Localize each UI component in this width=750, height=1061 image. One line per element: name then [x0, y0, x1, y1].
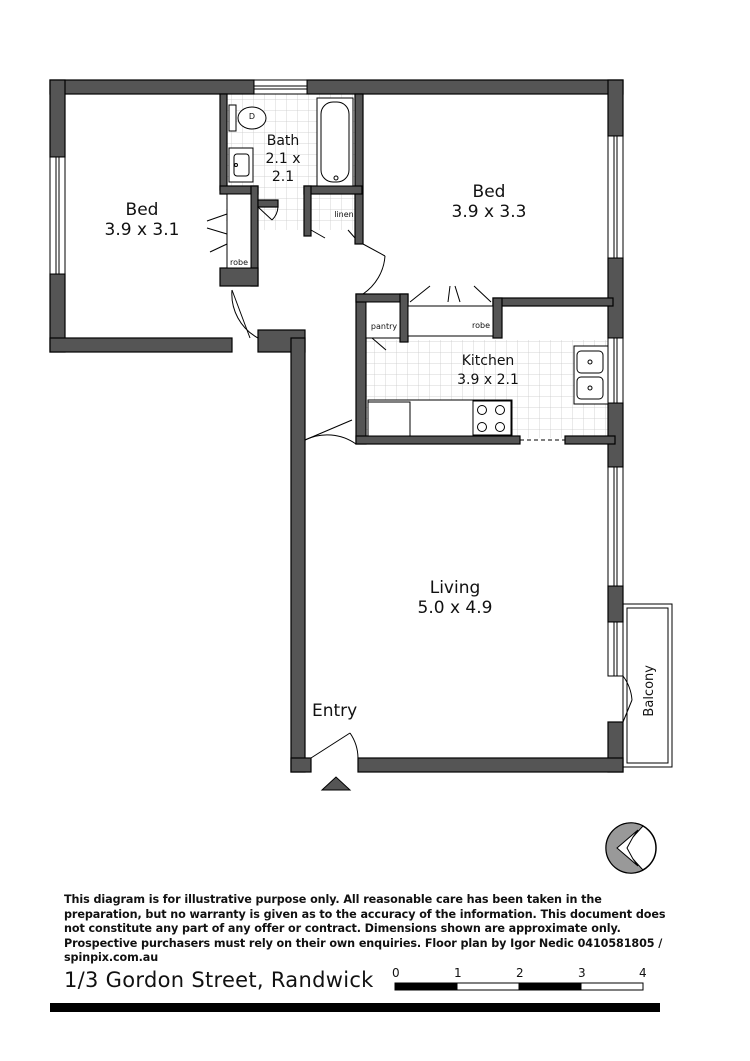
- pantry-label: pantry: [370, 322, 398, 331]
- bath-size-2: 2.1: [271, 169, 295, 185]
- scale-tick-4: 4: [639, 966, 647, 980]
- scale-tick-2: 2: [516, 966, 524, 980]
- bed1-size: 3.9 x 3.1: [104, 220, 180, 241]
- toilet: [228, 104, 267, 132]
- bath-door: [257, 206, 279, 221]
- window-right-balcony: [607, 621, 624, 677]
- bed1-label: Bed 3.9 x 3.1: [100, 200, 184, 241]
- address-title: 1/3 Gordon Street, Randwick: [64, 968, 374, 992]
- robe-bed1: [206, 193, 252, 269]
- entry-door: [310, 732, 359, 759]
- robe-bed2-label: robe: [471, 321, 490, 330]
- window-right-bed: [607, 135, 624, 259]
- sink: [576, 350, 604, 400]
- basin: [228, 147, 254, 183]
- living-name: Living: [429, 578, 481, 598]
- robe-bed1-label: robe: [229, 258, 248, 267]
- balcony: [622, 603, 673, 768]
- window-top: [253, 79, 308, 95]
- bathtub: [316, 97, 354, 187]
- window-right-living: [607, 466, 624, 587]
- disclaimer: This diagram is for illustrative purpose…: [64, 893, 666, 964]
- scale-tick-0: 0: [392, 966, 400, 980]
- scale-tick-3: 3: [578, 966, 586, 980]
- scale-tick-1: 1: [454, 966, 462, 980]
- entry-label: Entry: [312, 701, 358, 721]
- bed2-door: [362, 243, 386, 295]
- kitchen-label: Kitchen 3.9 x 2.1: [448, 352, 528, 390]
- scale-bar: [394, 982, 644, 991]
- pantry: [365, 301, 401, 351]
- bed1-name: Bed: [125, 200, 159, 220]
- window-left: [49, 156, 66, 275]
- toilet-label: D: [248, 112, 256, 121]
- living-label: Living 5.0 x 4.9: [410, 578, 500, 619]
- bed2-size: 3.9 x 3.3: [451, 202, 527, 223]
- bath-label: Bath 2.1 x 2.1: [258, 132, 308, 186]
- kitchen-size: 3.9 x 2.1: [457, 372, 519, 388]
- balcony-label: Balcony: [642, 665, 658, 717]
- walls: [49, 79, 624, 773]
- entry-arrow-icon: [320, 776, 352, 791]
- robe-bed2: [407, 285, 494, 337]
- linen-label: linen: [334, 210, 354, 219]
- compass-icon: [605, 822, 657, 874]
- kitchen-name: Kitchen: [461, 353, 515, 369]
- bed2-name: Bed: [472, 182, 506, 202]
- bed2-label: Bed 3.9 x 3.3: [446, 182, 532, 223]
- living-size: 5.0 x 4.9: [417, 598, 493, 619]
- bath-name: Bath: [266, 133, 300, 149]
- bath-size-1: 2.1 x: [265, 151, 301, 167]
- cooktop: [472, 400, 512, 436]
- bed1-door: [231, 289, 259, 339]
- bottom-rule: [50, 1003, 660, 1012]
- hall-door: [304, 419, 357, 445]
- window-right-kitchen: [607, 337, 624, 404]
- linen-door: [310, 229, 356, 239]
